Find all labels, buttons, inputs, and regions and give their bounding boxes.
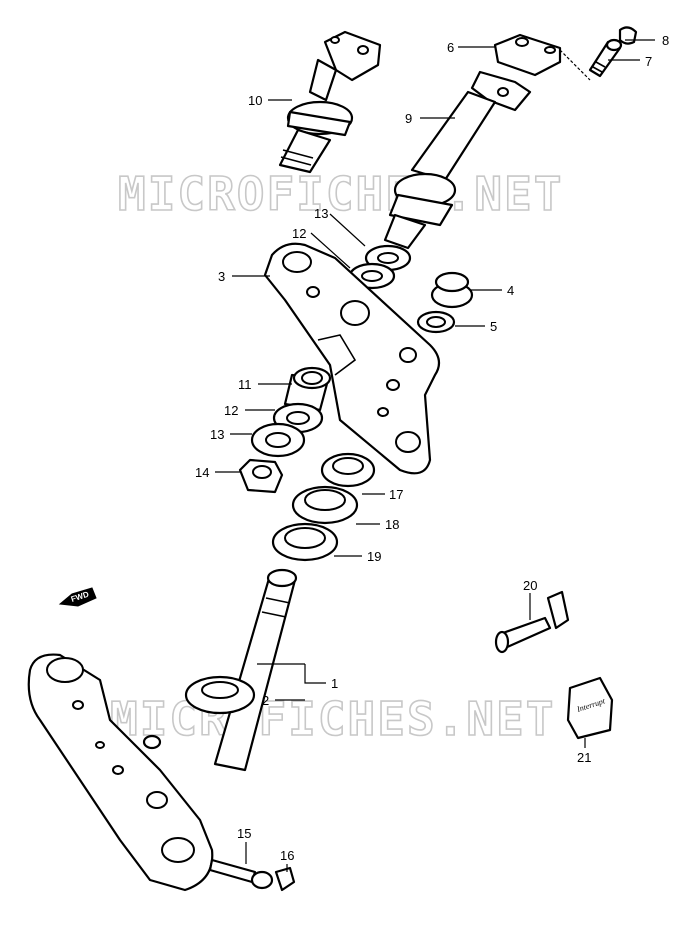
part-19-bearing-race	[271, 522, 339, 562]
part-3-upper-bracket	[263, 242, 441, 475]
part-4-cap	[430, 271, 474, 309]
label-16: 16	[280, 848, 294, 863]
part-15-bolt	[208, 858, 274, 890]
part-labels: 6 8 7 10 9 13 12 3 4 5 11 12 13 14 17 18…	[195, 33, 669, 863]
label-12-bottom: 12	[224, 403, 238, 418]
fwd-direction-arrow: FWD	[58, 587, 97, 607]
label-11: 11	[238, 377, 252, 392]
lower-bracket	[27, 653, 214, 892]
part-11-spacer	[283, 366, 332, 412]
part-13-washer-lower	[250, 422, 306, 458]
label-6: 6	[447, 40, 454, 55]
label-2: 2	[262, 693, 269, 708]
part-16-cap	[274, 866, 296, 892]
watermark-top: MICROFICHES.NET	[118, 167, 563, 221]
label-9: 9	[405, 111, 412, 126]
part-2-dust-seal	[184, 675, 256, 715]
label-12-top: 12	[292, 226, 306, 241]
part-8-bolt-cap	[618, 26, 638, 45]
part-20-ignition-key	[494, 590, 570, 654]
label-13-bottom: 13	[210, 427, 224, 442]
label-15: 15	[237, 826, 251, 841]
part-14-nut	[238, 458, 284, 494]
label-21: 21	[577, 750, 591, 765]
watermark-bottom: MICROFICHES.NET	[110, 692, 555, 746]
part-21-key-tag: Interrupt	[566, 676, 614, 740]
part-5-washer	[416, 310, 456, 334]
label-7: 7	[645, 54, 652, 69]
label-14: 14	[195, 465, 209, 480]
part-10-left-handlebar	[278, 30, 382, 174]
label-20: 20	[523, 578, 537, 593]
label-13-top: 13	[314, 206, 328, 221]
label-1: 1	[331, 676, 338, 691]
part-6-handlebar-clamp	[493, 33, 562, 77]
part-18-bearing	[291, 485, 359, 525]
label-19: 19	[367, 549, 381, 564]
label-8: 8	[662, 33, 669, 48]
label-4: 4	[507, 283, 514, 298]
label-5: 5	[490, 319, 497, 334]
part-9-right-handlebar	[383, 70, 532, 250]
leader-lines	[215, 39, 655, 872]
leader-clamp-bolt	[559, 49, 591, 81]
label-3: 3	[218, 269, 225, 284]
part-17-bearing-nut	[320, 452, 376, 488]
label-17: 17	[389, 487, 403, 502]
label-10: 10	[248, 93, 262, 108]
label-18: 18	[385, 517, 399, 532]
part-7-clamp-bolt	[588, 38, 623, 78]
